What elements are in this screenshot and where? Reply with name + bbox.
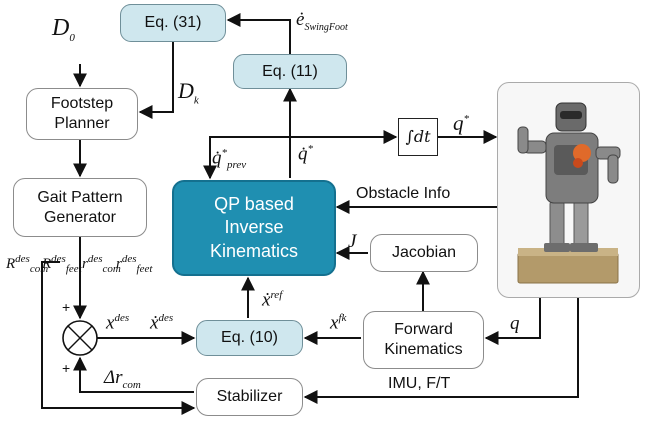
plus-top-label: + xyxy=(62,299,71,315)
qp-inverse-kinematics-block: QP based Inverse Kinematics xyxy=(172,180,336,276)
d0-label: D0 xyxy=(52,15,75,44)
q-label: q xyxy=(510,313,520,334)
q-dot-prev-label: q̇*prev xyxy=(212,147,247,172)
e-dot-swingfoot-label: ėSwingFoot xyxy=(296,9,348,33)
integrator-label: ∫dt xyxy=(405,127,431,146)
jacobian-block: Jacobian xyxy=(370,234,478,272)
eq31-label: Eq. (31) xyxy=(144,14,202,31)
x-fk-label: xfk xyxy=(330,312,347,334)
forward-kinematics-block: Forward Kinematics xyxy=(363,311,484,369)
eq11-label: Eq. (11) xyxy=(262,62,318,80)
imu-ft-label: IMU, F/T xyxy=(388,375,451,392)
arrow-imu-ft xyxy=(303,298,579,404)
j-label: J xyxy=(348,231,357,252)
x-dot-des-label: ẋdes xyxy=(150,312,174,334)
forward-kinematics-label: Forward Kinematics xyxy=(384,321,463,358)
footstep-planner-block: Footstep Planner xyxy=(26,88,138,140)
jacobian-label: Jacobian xyxy=(391,244,457,261)
robot-photo xyxy=(497,82,640,298)
arrow-dk xyxy=(138,42,174,119)
gait-output-pos-feet: rdesfeet xyxy=(116,253,153,275)
arrow-e-swingfoot xyxy=(226,13,291,54)
dk-label: Dk xyxy=(178,78,199,107)
x-des-label: xdes xyxy=(106,312,130,334)
obstacle-info-label: Obstacle Info xyxy=(356,185,451,202)
arrow-delta-rcom xyxy=(73,356,194,393)
eq31-block: Eq. (31) xyxy=(120,4,226,42)
eq11-block: Eq. (11) xyxy=(233,54,347,89)
eq10-block: Eq. (10) xyxy=(196,320,303,356)
qp-inverse-kinematics-label: QP based Inverse Kinematics xyxy=(209,193,299,261)
gait-output-r-feet: Rdesfeet xyxy=(42,253,82,275)
gait-output-pos-com: rdescom xyxy=(82,253,121,275)
arrow-q xyxy=(484,298,541,345)
x-dot-ref-label: ẋref xyxy=(262,289,283,311)
integrator-block: ∫dt xyxy=(398,118,438,156)
summing-junction-icon xyxy=(62,320,98,356)
q-dot-star-label: q̇* xyxy=(298,143,313,165)
humanoid-robot-icon xyxy=(517,102,621,284)
footstep-planner-label: Footstep Planner xyxy=(50,95,114,132)
gait-pattern-generator-label: Gait Pattern Generator xyxy=(37,188,123,226)
gait-output-r-com: Rdescom xyxy=(6,253,49,275)
q-star-label: q* xyxy=(453,111,469,135)
arrow-qdot-prev xyxy=(203,136,290,180)
arrow-gait-to-stabilizer xyxy=(41,261,196,415)
plus-bottom-label: + xyxy=(62,360,71,376)
gait-pattern-generator-block: Gait Pattern Generator xyxy=(13,178,147,237)
eq10-label: Eq. (10) xyxy=(221,329,278,346)
stabilizer-label: Stabilizer xyxy=(216,388,283,405)
delta-r-com-label: Δrcom xyxy=(104,367,141,391)
stabilizer-block: Stabilizer xyxy=(196,378,303,416)
